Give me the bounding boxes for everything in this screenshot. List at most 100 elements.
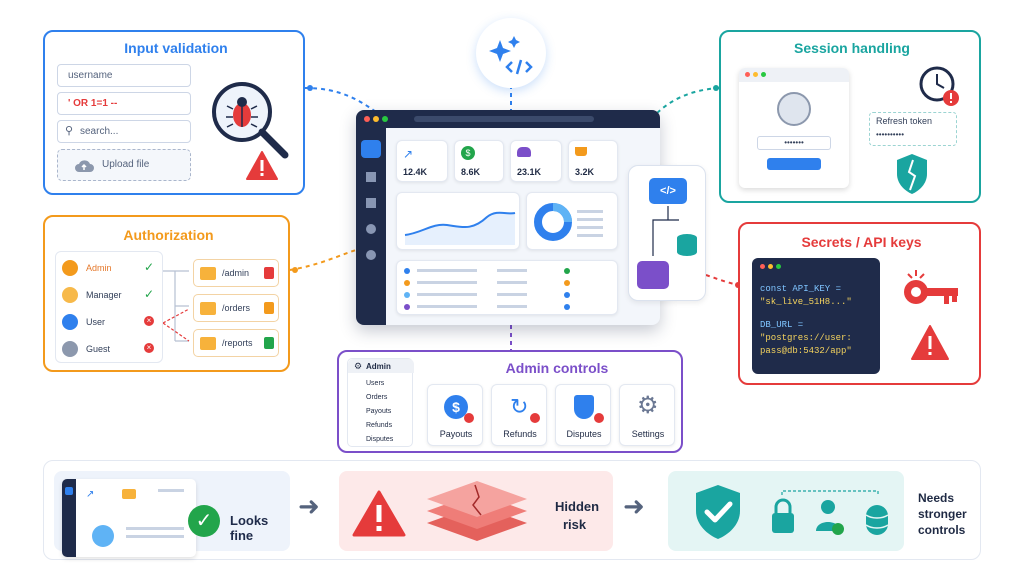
lock-icon [264, 337, 274, 349]
key-icon [904, 270, 958, 304]
trend-icon: ↗ [403, 147, 414, 161]
refunds-action[interactable]: ↻ Refunds [491, 384, 547, 446]
password-field[interactable]: ••••••• [757, 136, 831, 150]
deny-icon: × [144, 316, 154, 326]
table-rows-graphic [404, 268, 570, 310]
hidden-risk-step: Hidden risk [339, 471, 613, 551]
bug-magnifier-icon [212, 82, 289, 159]
user-avatar-icon [62, 260, 78, 276]
list-nav-icon[interactable] [366, 198, 376, 208]
chart-nav-icon[interactable] [366, 172, 376, 182]
cracked-layers-icon [427, 481, 527, 541]
login-button[interactable] [767, 158, 821, 170]
user-avatar-icon [62, 314, 78, 330]
shield-alert-icon [574, 395, 594, 419]
cloud-upload-icon [75, 160, 94, 172]
upload-file-button[interactable]: Upload file [57, 149, 191, 181]
gear-icon: ⚙ [637, 392, 659, 419]
arrow-right-icon: ➜ [298, 491, 320, 521]
lock-icon [264, 267, 274, 279]
role-manager[interactable]: Manager ✓ [62, 285, 158, 307]
menu-item-users[interactable]: Users [366, 380, 385, 387]
arrow-right-icon: ➜ [623, 491, 645, 521]
refresh-token-box[interactable]: Refresh token •••••••••• [869, 112, 957, 146]
role-admin[interactable]: Admin ✓ [62, 258, 158, 280]
settings-nav-icon[interactable] [366, 250, 376, 260]
broken-shield-icon [897, 154, 927, 194]
alert-badge [594, 413, 604, 423]
secrets-panel: Secrets / API keys const API_KEY = "sk_l… [738, 222, 981, 385]
user-avatar-icon [62, 341, 78, 357]
session-handling-title: Session handling [794, 40, 910, 56]
home-icon[interactable] [361, 140, 381, 158]
db-url-value-1: "postgres://user: [760, 333, 852, 343]
line-chart-graphic [404, 211, 516, 245]
stronger-controls-step [668, 471, 904, 551]
folder-icon [200, 337, 216, 350]
menu-item-payouts[interactable]: Payouts [366, 408, 392, 415]
route-reports[interactable]: /reports [193, 329, 279, 357]
dollar-icon: $ [461, 146, 475, 160]
window-titlebar [356, 110, 660, 128]
admin-controls-panel: Admin controls ⚙ Admin Users Orders Payo… [337, 350, 683, 453]
users-icon [517, 147, 531, 157]
hidden-risk-label-1: Hidden [555, 499, 600, 514]
api-key-value: "sk_live_51H8..." [760, 297, 852, 307]
looks-fine-step: ↗ ✓ Looks fine [54, 471, 290, 557]
donut-chart-card [526, 192, 618, 250]
clock-icon [919, 66, 959, 106]
db-url-value-2: pass@db:5432/app" [760, 346, 852, 356]
search-icon: ⚲ [65, 125, 74, 137]
data-table-card [396, 260, 618, 315]
input-validation-title: Input validation [124, 40, 228, 56]
roles-list: Admin ✓ Manager ✓ User × Guest × [55, 251, 163, 363]
token-value: •••••••••• [876, 130, 905, 139]
folder-icon [200, 302, 216, 315]
upload-file-label: Upload file [102, 159, 150, 170]
sql-injection-field[interactable]: ' OR 1=1 -- [57, 92, 191, 115]
code-editor: const API_KEY = "sk_live_51H8..." DB_URL… [752, 258, 880, 374]
menu-item-disputes[interactable]: Disputes [366, 436, 394, 443]
warning-icon [911, 325, 949, 360]
menu-item-refunds[interactable]: Refunds [366, 422, 393, 429]
security-controls-icons [772, 490, 889, 535]
stat-card-1: ↗ 12.4K [396, 140, 448, 182]
center-code-badge [476, 18, 546, 88]
line-chart-card [396, 192, 520, 250]
folder-icon [200, 267, 216, 280]
route-admin[interactable]: /admin [193, 259, 279, 287]
user-avatar-icon [62, 287, 78, 303]
stat-card-3: 23.1K [510, 140, 562, 182]
risk-flow-strip: ↗ ✓ Looks fine ➜ Hidden risk ➜ [43, 460, 981, 560]
cloud-deploy-icon [637, 261, 669, 289]
cart-icon [575, 147, 587, 156]
admin-menu: ⚙ Admin Users Orders Payouts Refunds Dis… [347, 358, 414, 447]
alert-badge [530, 413, 540, 423]
role-route-arrows [163, 270, 190, 342]
stat-card-4: 3.2K [568, 140, 618, 182]
donut-chart-graphic [534, 203, 603, 241]
payouts-action[interactable]: $ Payouts [427, 384, 483, 446]
sparkle-code-icon [489, 36, 533, 75]
lock-icon [264, 302, 274, 314]
gear-icon: ⚙ [354, 361, 363, 371]
username-field[interactable]: username [57, 64, 191, 87]
mini-dashboard: ↗ [62, 479, 196, 557]
stronger-controls-label-2: stronger [918, 507, 967, 521]
role-user[interactable]: User × [62, 312, 158, 334]
avatar [777, 92, 811, 126]
session-handling-panel: Session handling ••••••• Refresh token •… [719, 30, 981, 203]
menu-item-orders[interactable]: Orders [366, 394, 388, 401]
alert-badge [464, 413, 474, 423]
disputes-action[interactable]: Disputes [555, 384, 611, 446]
route-orders[interactable]: /orders [193, 294, 279, 322]
check-circle-icon: ✓ [188, 505, 220, 537]
database-icon [677, 234, 697, 256]
authorization-panel: Authorization Admin ✓ Manager ✓ User × G… [43, 215, 290, 372]
api-key-line: const API_KEY = [760, 284, 842, 294]
role-guest[interactable]: Guest × [62, 339, 158, 361]
search-field[interactable]: ⚲ search... [57, 120, 191, 143]
user-nav-icon[interactable] [366, 224, 376, 234]
login-window: ••••••• [739, 68, 849, 188]
settings-action[interactable]: ⚙ Settings [619, 384, 675, 446]
